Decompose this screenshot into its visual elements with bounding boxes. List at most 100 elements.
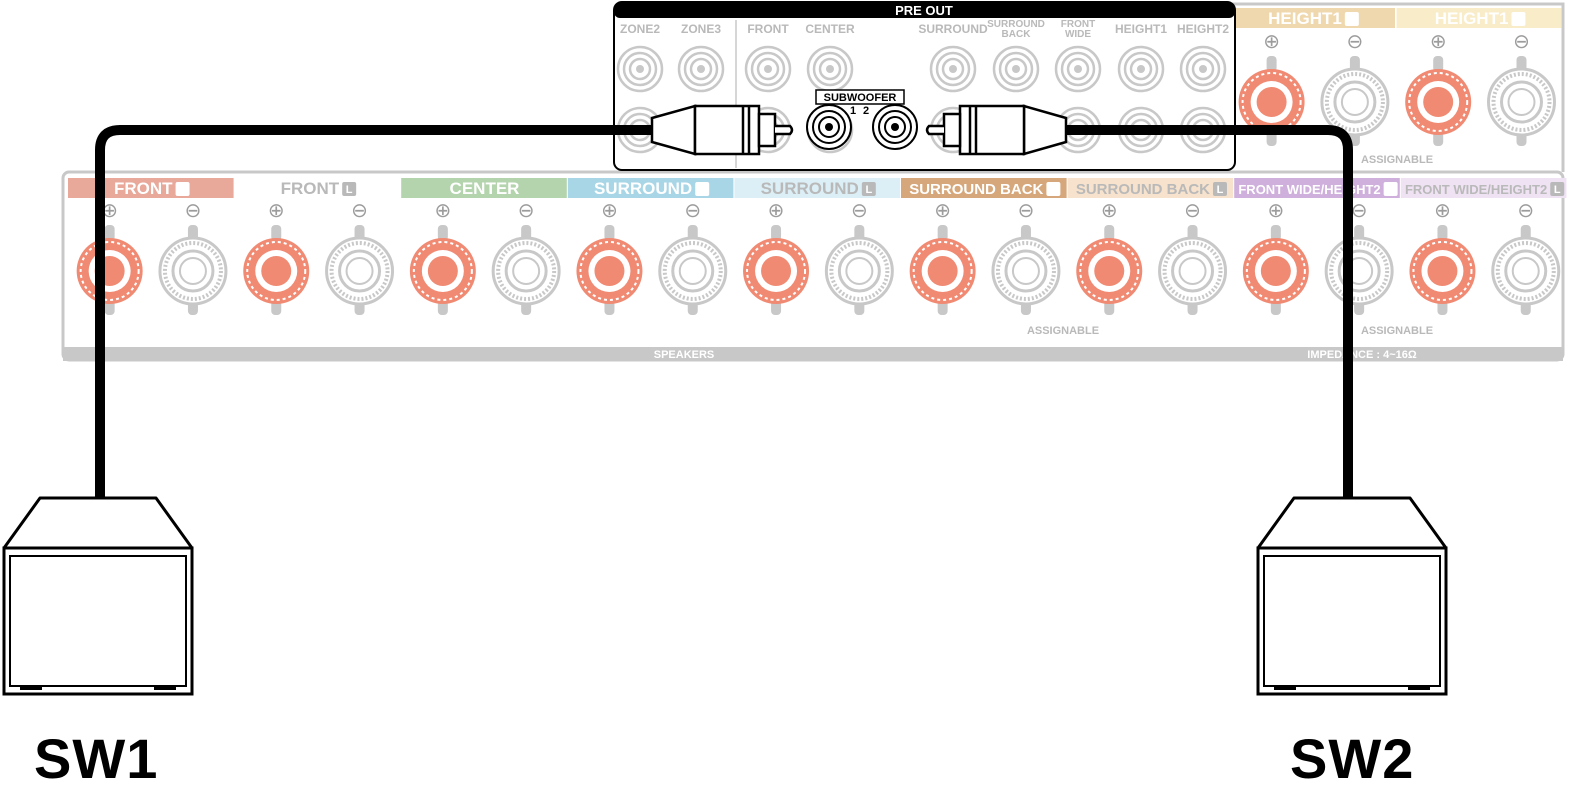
plus-icon: ⊕ bbox=[1263, 31, 1280, 53]
svg-text:L: L bbox=[1515, 14, 1522, 26]
negative-terminal[interactable] bbox=[991, 225, 1061, 315]
pre-out-jack-label: CENTER bbox=[805, 22, 855, 36]
positive-terminal[interactable] bbox=[1409, 225, 1476, 315]
sw1-front bbox=[9, 555, 187, 687]
negative-terminal[interactable] bbox=[325, 225, 395, 315]
sw1-label: SW1 bbox=[34, 727, 159, 790]
pre-out-jack-label: SURROUND bbox=[987, 19, 1045, 30]
channel-badge: R bbox=[175, 182, 190, 196]
channel-badge: L bbox=[1550, 182, 1565, 196]
negative-terminal[interactable] bbox=[658, 225, 728, 315]
positive-terminal[interactable] bbox=[1405, 56, 1472, 146]
minus-icon: ⊖ bbox=[684, 200, 701, 222]
pre-out-jack[interactable]: HEIGHT1 bbox=[1115, 22, 1167, 154]
minus-icon: ⊖ bbox=[1018, 200, 1035, 222]
channel-label: FRONT bbox=[281, 179, 340, 198]
sw2-top bbox=[1256, 496, 1448, 550]
negative-terminal[interactable] bbox=[1491, 225, 1561, 315]
subwoofer-jack-2[interactable] bbox=[872, 104, 918, 150]
plus-icon: ⊕ bbox=[1434, 200, 1451, 222]
impedance-label: IMPEDANCE : 4~16Ω bbox=[1307, 349, 1417, 361]
height-assignable-label: ASSIGNABLE bbox=[1361, 154, 1433, 166]
pre-out-jack-label: ZONE2 bbox=[620, 22, 660, 36]
pre-out-jack-label: BACK bbox=[1002, 29, 1032, 40]
negative-terminal[interactable] bbox=[1158, 225, 1228, 315]
speaker-terminal-pair: CENTER⊕⊖ bbox=[401, 178, 567, 315]
positive-terminal[interactable] bbox=[909, 225, 976, 315]
pre-out-jack-label: WIDE bbox=[1065, 29, 1091, 40]
channel-badge: L bbox=[1511, 12, 1526, 26]
channel-band bbox=[1067, 178, 1234, 198]
speaker-terminal-pair: SURROUND BACK R ⊕ ⊖ bbox=[901, 178, 1067, 315]
svg-text:L: L bbox=[1554, 184, 1561, 196]
plus-icon: ⊕ bbox=[1267, 200, 1284, 222]
plus-icon: ⊕ bbox=[1430, 31, 1447, 53]
subwoofer-jack-group: SUBWOOFER 1 2 bbox=[806, 89, 918, 150]
negative-terminal[interactable] bbox=[491, 225, 561, 315]
channel-label: HEIGHT1 bbox=[1435, 9, 1509, 28]
negative-terminal[interactable] bbox=[1320, 56, 1390, 146]
svg-text:L: L bbox=[1217, 184, 1224, 196]
channel-badge: L bbox=[342, 182, 357, 196]
pre-out-jack-label: SURROUND bbox=[918, 22, 988, 36]
plus-icon: ⊕ bbox=[934, 200, 951, 222]
minus-icon: ⊖ bbox=[851, 200, 868, 222]
cable-sw2-wire bbox=[1048, 125, 1353, 498]
plus-icon: ⊕ bbox=[434, 200, 451, 222]
channel-band bbox=[401, 178, 567, 198]
minus-icon: ⊖ bbox=[1351, 200, 1368, 222]
svg-text:R: R bbox=[1348, 14, 1356, 26]
rca-plug-right bbox=[925, 104, 1068, 156]
subwoofer-jack-1[interactable] bbox=[806, 104, 852, 150]
pre-out-jack-label: FRONT bbox=[747, 22, 789, 36]
plus-icon: ⊕ bbox=[1101, 200, 1118, 222]
minus-icon: ⊖ bbox=[1517, 200, 1534, 222]
channel-band bbox=[1400, 178, 1567, 198]
positive-terminal[interactable] bbox=[1242, 225, 1309, 315]
cable-sw1-wire bbox=[95, 125, 660, 498]
minus-icon: ⊖ bbox=[1513, 31, 1530, 53]
positive-terminal[interactable] bbox=[576, 225, 643, 315]
height-terminal-pair: HEIGHT1 R ⊕ ⊖ bbox=[1230, 8, 1395, 146]
channel-badge: R bbox=[695, 182, 710, 196]
height-panel-frame bbox=[1228, 2, 1565, 172]
channel-label: FRONT bbox=[114, 179, 173, 198]
sw2-label: SW2 bbox=[1290, 727, 1415, 790]
channel-band bbox=[734, 178, 900, 198]
subwoofer-num-2: 2 bbox=[863, 105, 869, 117]
plus-icon: ⊕ bbox=[601, 200, 618, 222]
pre-out-header bbox=[614, 2, 1235, 18]
channel-band bbox=[68, 178, 234, 198]
positive-terminal[interactable] bbox=[243, 225, 310, 315]
positive-terminal[interactable] bbox=[409, 225, 476, 315]
channel-badge: L bbox=[1212, 182, 1227, 196]
subwoofer-label: SUBWOOFER bbox=[824, 92, 897, 104]
speakers-label: SPEAKERS bbox=[654, 349, 715, 361]
channel-label: SURROUND BACK bbox=[909, 181, 1043, 198]
positive-terminal[interactable] bbox=[1076, 225, 1143, 315]
channel-label: HEIGHT1 bbox=[1268, 9, 1342, 28]
channel-badge: L bbox=[861, 182, 876, 196]
positive-terminal[interactable] bbox=[743, 225, 810, 315]
minus-icon: ⊖ bbox=[518, 200, 535, 222]
minus-icon: ⊖ bbox=[1347, 31, 1364, 53]
pre-out-jack-label: FRONT bbox=[1061, 19, 1095, 30]
svg-text:R: R bbox=[1387, 184, 1395, 196]
cable-sw1 bbox=[95, 104, 794, 498]
subwoofer-sw2 bbox=[1256, 496, 1448, 696]
svg-text:R: R bbox=[1049, 184, 1057, 196]
cable-sw2 bbox=[925, 104, 1353, 498]
negative-terminal[interactable] bbox=[1487, 56, 1556, 146]
negative-terminal[interactable] bbox=[824, 225, 894, 315]
positive-terminal[interactable] bbox=[1238, 56, 1305, 146]
negative-terminal[interactable] bbox=[158, 225, 228, 315]
